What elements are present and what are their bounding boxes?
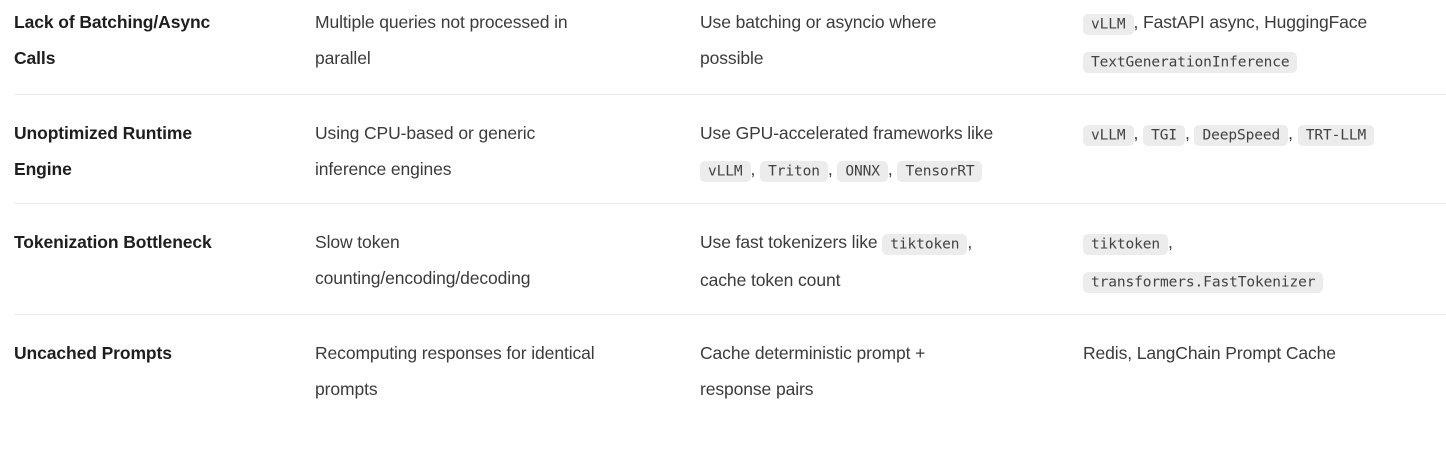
- cell-cause: Slow token counting/encoding/decoding: [315, 224, 700, 300]
- text-segment: ,: [887, 159, 898, 179]
- code-chip: TensorRT: [897, 160, 983, 182]
- code-chip: TRT-LLM: [1297, 124, 1375, 146]
- cell-solution: Use GPU-accelerated frameworks like vLLM…: [700, 115, 1083, 189]
- cell-tools: vLLM, FastAPI async, HuggingFace TextGen…: [1083, 4, 1432, 80]
- table-row: Uncached Prompts Recomputing responses fo…: [14, 315, 1446, 421]
- cell-tools: tiktoken, transformers.FastTokenizer: [1083, 224, 1432, 300]
- cell-bottleneck: Unoptimized Runtime Engine: [14, 115, 315, 189]
- code-chip: vLLM: [1083, 13, 1134, 35]
- code-chip: ONNX: [837, 160, 888, 182]
- code-chip: TextGenerationInference: [1083, 51, 1298, 73]
- cell-cause: Multiple queries not processed in parall…: [315, 4, 700, 80]
- text-segment: ,: [750, 159, 761, 179]
- cell-solution: Cache deterministic prompt + response pa…: [700, 335, 1083, 407]
- bottleneck-label: Tokenization Bottleneck: [14, 232, 212, 252]
- text-segment: ,: [1184, 123, 1195, 143]
- cell-bottleneck: Uncached Prompts: [14, 335, 315, 407]
- cell-solution: Use batching or asyncio where possible: [700, 4, 1083, 80]
- code-chip: tiktoken: [1083, 233, 1169, 255]
- text-segment: Recomputing responses for identical prom…: [315, 343, 595, 399]
- cell-bottleneck: Tokenization Bottleneck: [14, 224, 315, 300]
- bottleneck-label: Lack of Batching/Async Calls: [14, 12, 211, 68]
- text-segment: , cache token count: [700, 232, 973, 290]
- text-segment: Use batching or asyncio where possible: [700, 12, 937, 68]
- text-segment: Using CPU-based or generic inference eng…: [315, 123, 536, 179]
- bottleneck-label: Unoptimized Runtime Engine: [14, 123, 192, 179]
- text-segment: ,: [827, 159, 838, 179]
- text-segment: ,: [1133, 123, 1144, 143]
- text-segment: , FastAPI async, HuggingFace: [1133, 12, 1368, 32]
- table-row: Tokenization Bottleneck Slow token counti…: [14, 204, 1446, 315]
- code-chip: transformers.FastTokenizer: [1083, 271, 1324, 293]
- bottleneck-label: Uncached Prompts: [14, 343, 172, 363]
- text-segment: ,: [1168, 232, 1173, 252]
- code-chip: DeepSpeed: [1194, 124, 1289, 146]
- table-row: Unoptimized Runtime Engine Using CPU-base…: [14, 95, 1446, 204]
- cell-bottleneck: Lack of Batching/Async Calls: [14, 4, 315, 80]
- code-chip: Triton: [760, 160, 828, 182]
- text-segment: ,: [1288, 123, 1298, 143]
- bottleneck-table: Lack of Batching/Async Calls Multiple que…: [14, 0, 1446, 421]
- text-segment: Use GPU-accelerated frameworks like: [700, 123, 994, 143]
- cell-cause: Using CPU-based or generic inference eng…: [315, 115, 700, 189]
- code-chip: vLLM: [700, 160, 751, 182]
- text-segment: Redis, LangChain Prompt Cache: [1083, 343, 1336, 363]
- text-segment: Use fast tokenizers like: [700, 232, 883, 252]
- text-segment: Slow token counting/encoding/decoding: [315, 232, 531, 288]
- cell-solution: Use fast tokenizers like tiktoken, cache…: [700, 224, 1083, 300]
- table-row: Lack of Batching/Async Calls Multiple que…: [14, 0, 1446, 95]
- cell-tools: vLLM, TGI, DeepSpeed, TRT-LLM: [1083, 115, 1432, 189]
- code-chip: TGI: [1143, 124, 1185, 146]
- text-segment: Cache deterministic prompt + response pa…: [700, 343, 926, 399]
- code-chip: vLLM: [1083, 124, 1134, 146]
- text-segment: Multiple queries not processed in parall…: [315, 12, 568, 68]
- cell-tools: Redis, LangChain Prompt Cache: [1083, 335, 1432, 407]
- code-chip: tiktoken: [882, 233, 968, 255]
- cell-cause: Recomputing responses for identical prom…: [315, 335, 700, 407]
